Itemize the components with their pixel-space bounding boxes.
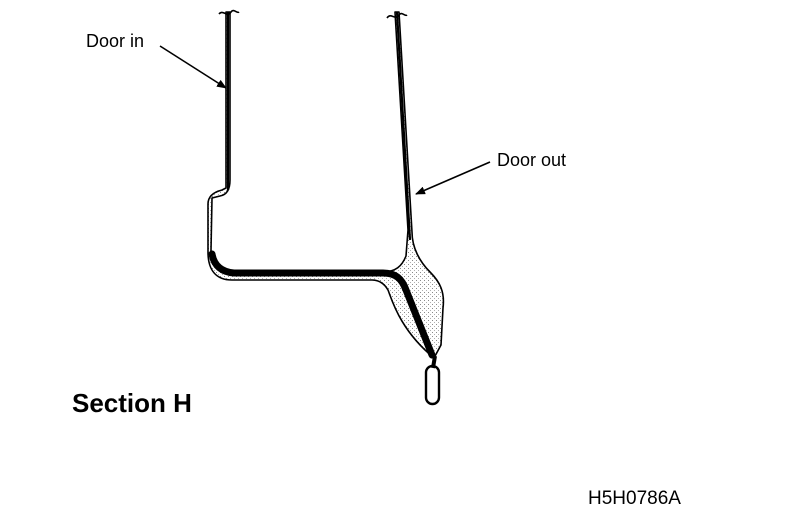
seal-body: [207, 11, 445, 359]
door-out-label: Door out: [497, 150, 567, 170]
section-title: Section H: [72, 388, 192, 418]
figure-id: H5H0786A: [588, 488, 681, 509]
seal-lip-neck: [431, 355, 437, 369]
door-out-panel-line: [395, 11, 412, 241]
seal-lip-tip: [424, 364, 441, 406]
door-out-break-mark: [386, 12, 408, 19]
door-in-break-mark: [218, 9, 240, 15]
door-out-leader-arrow: [415, 161, 491, 195]
seal-shadow-edge: [208, 250, 436, 359]
door-in-leader-arrow: [159, 45, 227, 89]
door-in-label: Door in: [86, 31, 145, 51]
